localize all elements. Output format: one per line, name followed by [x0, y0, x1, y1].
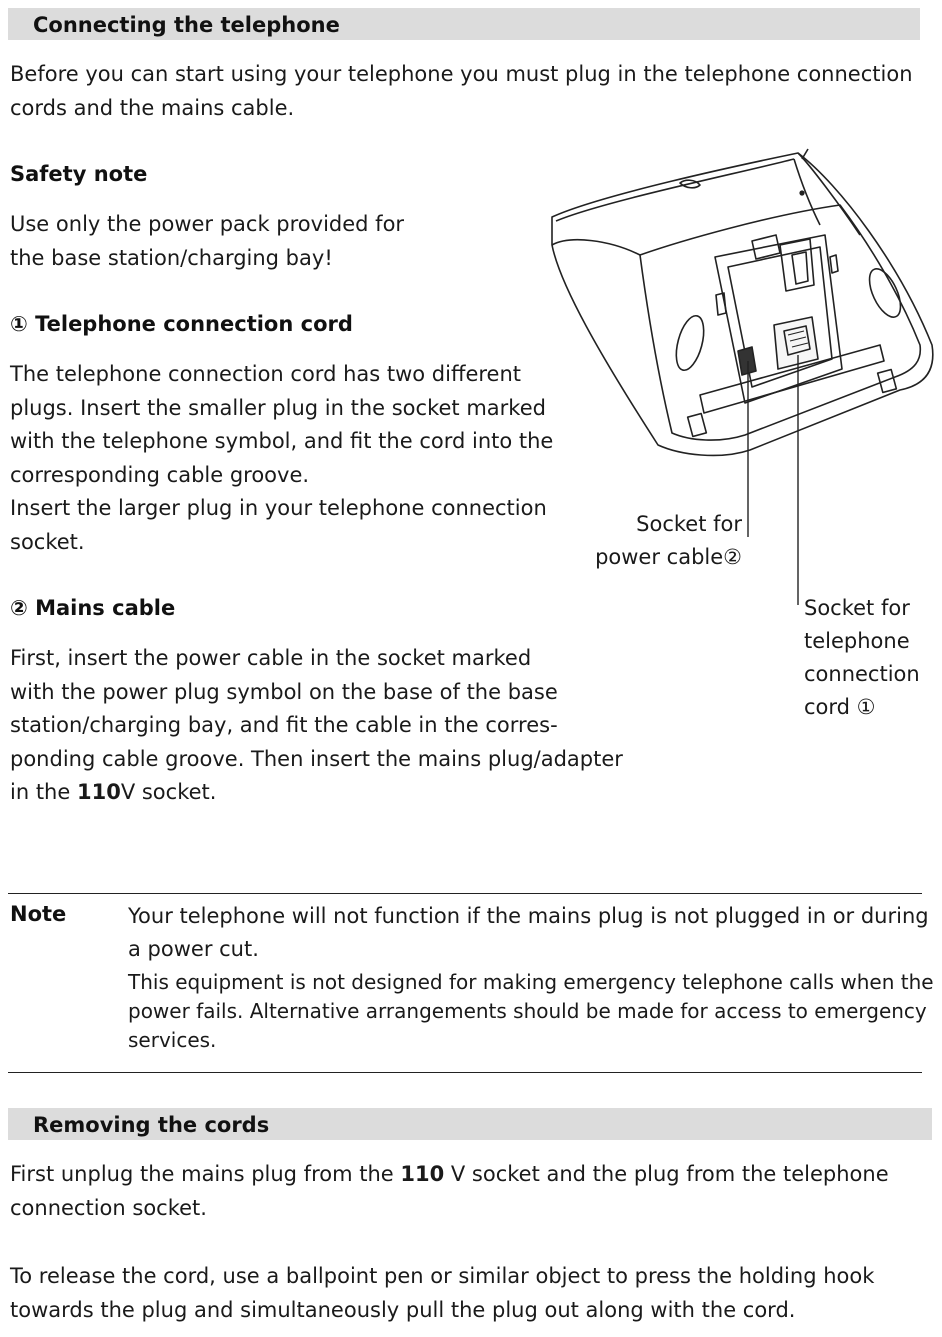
caption-line: cord ① — [804, 695, 876, 719]
caption-line: power cable② — [595, 545, 742, 569]
intro-paragraph: Before you can start using your telephon… — [10, 58, 913, 125]
text-line: Your telephone will not function if the … — [128, 904, 929, 928]
note-text-emergency: This equipment is not designed for makin… — [128, 968, 934, 1055]
note-bottom-rule — [8, 1072, 922, 1073]
caption-line: connection — [804, 662, 920, 686]
mains-cable-text: First, insert the power cable in the soc… — [10, 642, 623, 810]
section-title: Removing the cords — [33, 1113, 270, 1137]
caption-line: Socket for — [804, 596, 910, 620]
text-line: with the power plug symbol on the base o… — [10, 679, 558, 704]
text-line: socket. — [10, 529, 85, 554]
voltage-value: 110 — [76, 780, 121, 804]
text-fragment: V socket and the plug from the telephone — [444, 1162, 889, 1186]
telephone-cord-heading: ① Telephone connection cord — [10, 312, 353, 336]
text-line: a power cut. — [128, 937, 259, 961]
text-line: The telephone connection cord has two di… — [10, 362, 521, 386]
removing-paragraph-2: To release the cord, use a ballpoint pen… — [10, 1260, 874, 1327]
text-fragment: in the — [10, 780, 77, 804]
text-line: First, insert the power cable in the soc… — [10, 646, 532, 670]
text-line: This equipment is not designed for makin… — [128, 970, 934, 994]
text-fragment: First unplug the mains plug from the — [10, 1162, 401, 1186]
text-line: towards the plug and simultaneously pull… — [10, 1297, 796, 1322]
caption-line: Socket for — [636, 512, 742, 536]
section-header-connecting: Connecting the telephone — [8, 8, 920, 40]
text-line: Before you can start using your telephon… — [10, 62, 913, 86]
note-top-rule — [8, 893, 922, 894]
mains-cable-heading: ② Mains cable — [10, 596, 176, 620]
text-line: with the telephone symbol, and fit the c… — [10, 429, 554, 453]
safety-note-heading: Safety note — [10, 162, 148, 186]
caption-telephone-socket: Socket for telephone connection cord ① — [804, 592, 920, 724]
text-line: To release the cord, use a ballpoint pen… — [10, 1264, 875, 1288]
text-line: connection socket. — [10, 1195, 207, 1220]
base-station-illustration — [551, 148, 934, 605]
note-label: Note — [10, 902, 67, 926]
removing-paragraph-1: First unplug the mains plug from the 110… — [10, 1158, 889, 1225]
telephone-cord-text: The telephone connection cord has two di… — [10, 358, 553, 559]
text-line: power fails. Alternative arrangements sh… — [128, 999, 927, 1023]
text-line: cords and the mains cable. — [10, 95, 295, 120]
safety-note-text: Use only the power pack provided for the… — [10, 208, 404, 275]
text-line: First unplug the mains plug from the 110… — [10, 1158, 889, 1192]
text-line: ponding cable groove. Then insert the ma… — [10, 746, 623, 771]
caption-power-socket: Socket for power cable② — [595, 508, 742, 574]
text-line: plugs. Insert the smaller plug in the so… — [10, 395, 546, 420]
text-line: corresponding cable groove. — [10, 462, 310, 487]
section-header-removing: Removing the cords — [8, 1108, 932, 1140]
voltage-value: 110 — [400, 1162, 445, 1186]
section-title: Connecting the telephone — [33, 13, 340, 37]
text-line: station/charging bay, and fit the cable … — [10, 713, 558, 737]
text-line: Use only the power pack provided for — [10, 212, 405, 236]
caption-line: telephone — [804, 629, 910, 653]
text-line: services. — [128, 1028, 217, 1052]
text-line: Insert the larger plug in your telephone… — [10, 496, 547, 520]
text-line: in the 110V socket. — [10, 776, 623, 810]
note-text: Your telephone will not function if the … — [128, 900, 929, 966]
text-line: the base station/charging bay! — [10, 245, 333, 270]
text-fragment: V socket. — [120, 780, 217, 804]
